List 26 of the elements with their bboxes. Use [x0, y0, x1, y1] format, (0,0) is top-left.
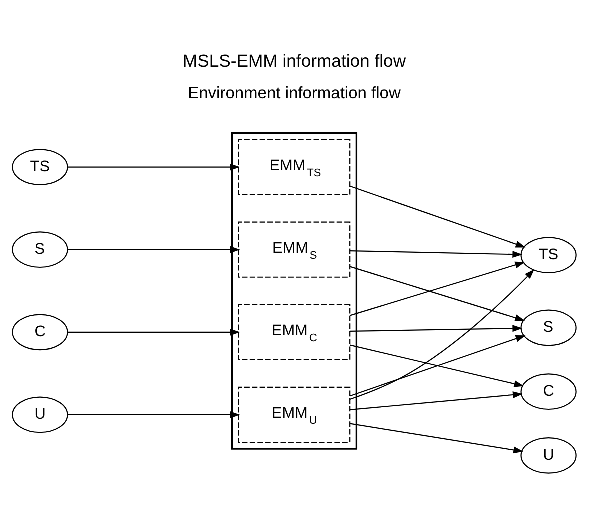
node-ellipse: U — [12, 396, 68, 433]
label: Environment information flow — [188, 84, 401, 102]
arrow — [68, 163, 240, 170]
diagram-title: MSLS-EMM information flow — [182, 50, 406, 70]
arrow — [350, 344, 524, 387]
node-ellipse: S — [520, 309, 577, 346]
node-box: EMM$_{C}$ — [238, 304, 351, 360]
arrow — [350, 250, 523, 258]
arrow — [68, 246, 240, 253]
arrow — [350, 391, 523, 410]
node-ellipse: C — [520, 373, 577, 410]
arrow — [350, 335, 526, 396]
arrow — [68, 411, 240, 418]
node-box: EMM$_{TS}$ — [238, 138, 351, 195]
arrow — [68, 328, 240, 336]
node-ellipse: TS — [520, 236, 577, 274]
node-ellipse: S — [12, 231, 68, 268]
arrow — [350, 185, 526, 248]
node-box: EMM$_{S}$ — [238, 221, 351, 278]
node-ellipse: U — [520, 437, 577, 474]
arrow — [350, 324, 523, 332]
node-ellipse: TS — [12, 148, 68, 185]
node-box: EMM$_{U}$ — [238, 386, 351, 443]
arrow — [350, 422, 524, 454]
node-ellipse: C — [12, 314, 68, 350]
arrow — [350, 269, 535, 400]
